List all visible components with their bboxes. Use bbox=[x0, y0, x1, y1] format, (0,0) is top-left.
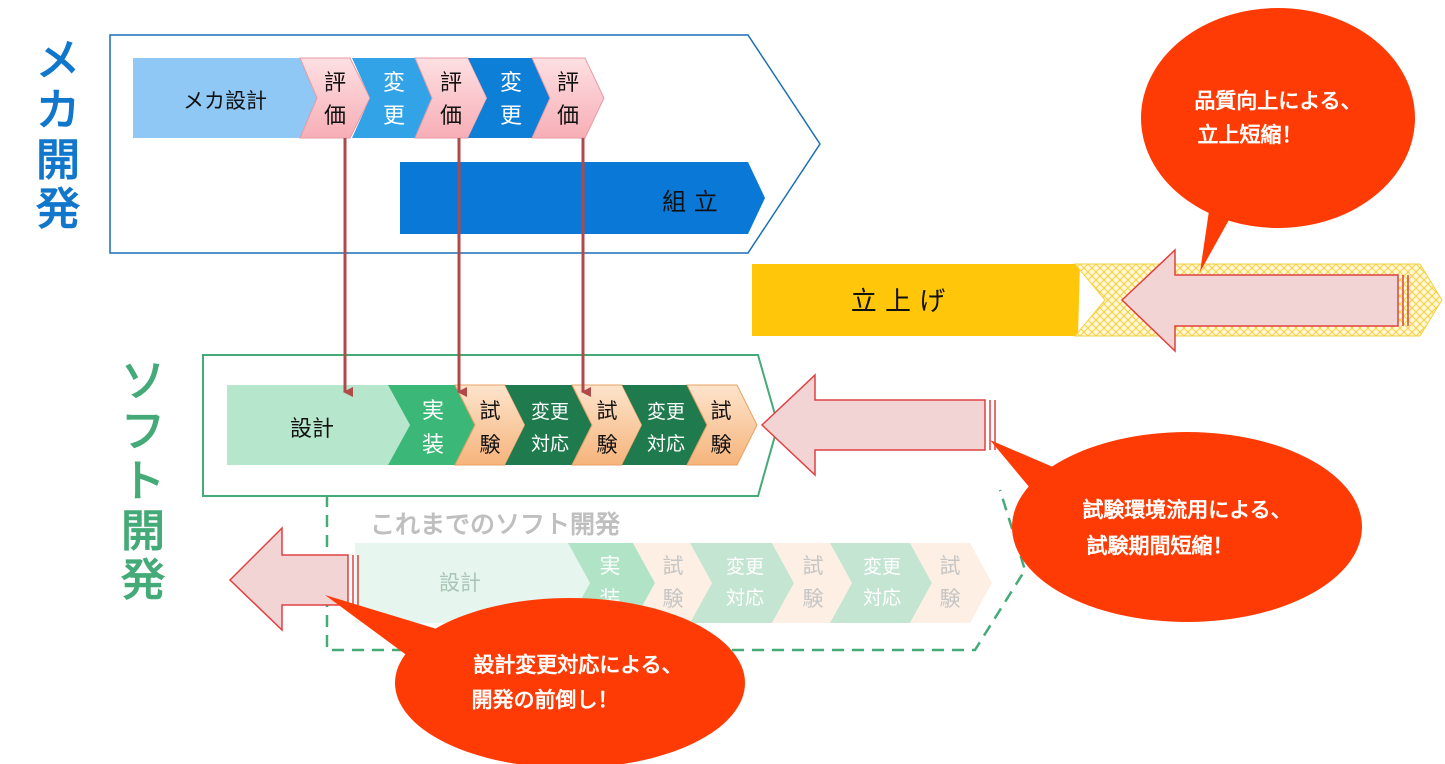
mecha-step-label: 変 bbox=[383, 71, 405, 96]
soft-step-label: 試 bbox=[597, 399, 618, 423]
ramp-up-label: 立 上 げ bbox=[851, 287, 946, 317]
mecha-step-label: 更 bbox=[500, 104, 522, 129]
previous-step bbox=[690, 543, 794, 623]
soft-title-char: ソ bbox=[121, 356, 165, 407]
callout-text: 開発の前倒し！ bbox=[472, 688, 619, 712]
soft-step-label: 試 bbox=[480, 399, 501, 423]
soft-step-test bbox=[686, 384, 758, 466]
soft-step-label: 験 bbox=[597, 433, 618, 457]
mecha-step-eval bbox=[299, 57, 371, 139]
mecha-design-block bbox=[133, 58, 317, 138]
callout-quality: 品質向上による、 立上短縮！ bbox=[1141, 8, 1415, 272]
previous-step-label: 験 bbox=[803, 587, 824, 611]
soft-step-label: 試 bbox=[711, 399, 732, 423]
mecha-step-label: 評 bbox=[440, 71, 462, 96]
callout-text: 品質向上による、 bbox=[1194, 89, 1361, 113]
soft-title-char: フ bbox=[121, 406, 165, 457]
mecha-step-label: 価 bbox=[440, 104, 462, 129]
mecha-title-char: メ bbox=[36, 35, 80, 86]
mecha-steps: 評 価 変 更 評 価 変 更 評 価 bbox=[299, 57, 605, 139]
mecha-step-label: 変 bbox=[500, 71, 522, 96]
soft-step-label: 変更 bbox=[647, 401, 685, 423]
mecha-step-label: 価 bbox=[324, 104, 346, 129]
callout-bubble bbox=[395, 598, 745, 764]
previous-step-label: 変更 bbox=[863, 556, 901, 578]
mecha-step-change bbox=[468, 58, 550, 138]
soft-title-char: ト bbox=[121, 456, 165, 507]
mecha-step-change bbox=[352, 58, 432, 138]
callout-text: 立上短縮！ bbox=[1198, 123, 1303, 147]
soft-design-label: 設計 bbox=[290, 417, 334, 442]
connector-lines bbox=[343, 138, 591, 397]
previous-steps: 設計 実 装 試 験 変更 対応 試 験 変更 対応 試 験 bbox=[355, 543, 992, 623]
previous-step bbox=[830, 543, 932, 623]
soft-step-label: 実 bbox=[422, 399, 444, 424]
previous-step bbox=[910, 543, 992, 623]
previous-step bbox=[772, 543, 852, 623]
soft-steps: 実 装 試 験 変更 対応 試 験 変更 対応 試 験 bbox=[388, 384, 758, 466]
assembly-label: 組 立 bbox=[662, 188, 718, 216]
soft-step-impl bbox=[388, 385, 475, 465]
soft-step-label: 験 bbox=[480, 433, 501, 457]
previous-step-label: 対応 bbox=[726, 587, 764, 609]
mecha-title-char: カ bbox=[36, 85, 80, 136]
soft-step-label: 装 bbox=[422, 433, 444, 458]
soft-title: ソ フ ト 開 発 bbox=[120, 356, 166, 606]
shortening-arrow-previous bbox=[228, 526, 349, 632]
previous-step-label: 試 bbox=[940, 554, 961, 578]
mecha-step-label: 評 bbox=[557, 71, 579, 96]
soft-title-char: 開 bbox=[121, 506, 165, 557]
callout-testenv: 試験環境流用による、 試験期間短縮！ bbox=[990, 432, 1362, 622]
ramp-up-bar bbox=[752, 264, 1080, 336]
previous-step-label: 試 bbox=[663, 554, 684, 578]
mecha-design-label: メカ設計 bbox=[183, 89, 267, 113]
previous-step-label: 験 bbox=[940, 587, 961, 611]
soft-step-label: 変更 bbox=[531, 401, 569, 423]
soft-step-change bbox=[622, 385, 707, 465]
mecha-title-char: 開 bbox=[36, 135, 80, 186]
previous-design-label: 設計 bbox=[439, 571, 481, 595]
previous-step bbox=[633, 543, 712, 623]
soft-step-label: 験 bbox=[711, 433, 732, 457]
soft-step-label: 対応 bbox=[531, 433, 569, 455]
shortening-arrow-rampup bbox=[1120, 248, 1399, 353]
soft-step-change bbox=[505, 385, 592, 465]
previous-title: これまでのソフト開発 bbox=[370, 510, 621, 539]
callout-bubble bbox=[1141, 8, 1415, 228]
previous-step-label: 験 bbox=[663, 587, 684, 611]
mecha-title: メ カ 開 発 bbox=[35, 35, 81, 235]
callout-bubble bbox=[1012, 432, 1362, 622]
soft-title-char: 発 bbox=[120, 555, 166, 606]
mecha-step-label: 価 bbox=[557, 104, 579, 129]
mecha-step-label: 評 bbox=[324, 71, 346, 96]
callout-text: 設計変更対応による、 bbox=[473, 653, 682, 677]
mecha-title-char: 発 bbox=[35, 184, 81, 235]
soft-design-block bbox=[227, 385, 410, 465]
previous-step-label: 対応 bbox=[863, 587, 901, 609]
soft-step-label: 対応 bbox=[647, 433, 685, 455]
previous-step-label: 変更 bbox=[726, 556, 764, 578]
previous-step-label: 試 bbox=[803, 554, 824, 578]
callout-text: 試験環境流用による、 bbox=[1082, 498, 1291, 522]
callout-design-change: 設計変更対応による、 開発の前倒し！ bbox=[325, 595, 745, 764]
mecha-step-eval bbox=[531, 57, 605, 139]
mecha-step-label: 更 bbox=[383, 104, 405, 129]
previous-step-label: 実 bbox=[600, 554, 621, 578]
shortening-arrow-soft bbox=[760, 373, 986, 477]
callout-text: 試験期間短縮！ bbox=[1087, 534, 1234, 558]
